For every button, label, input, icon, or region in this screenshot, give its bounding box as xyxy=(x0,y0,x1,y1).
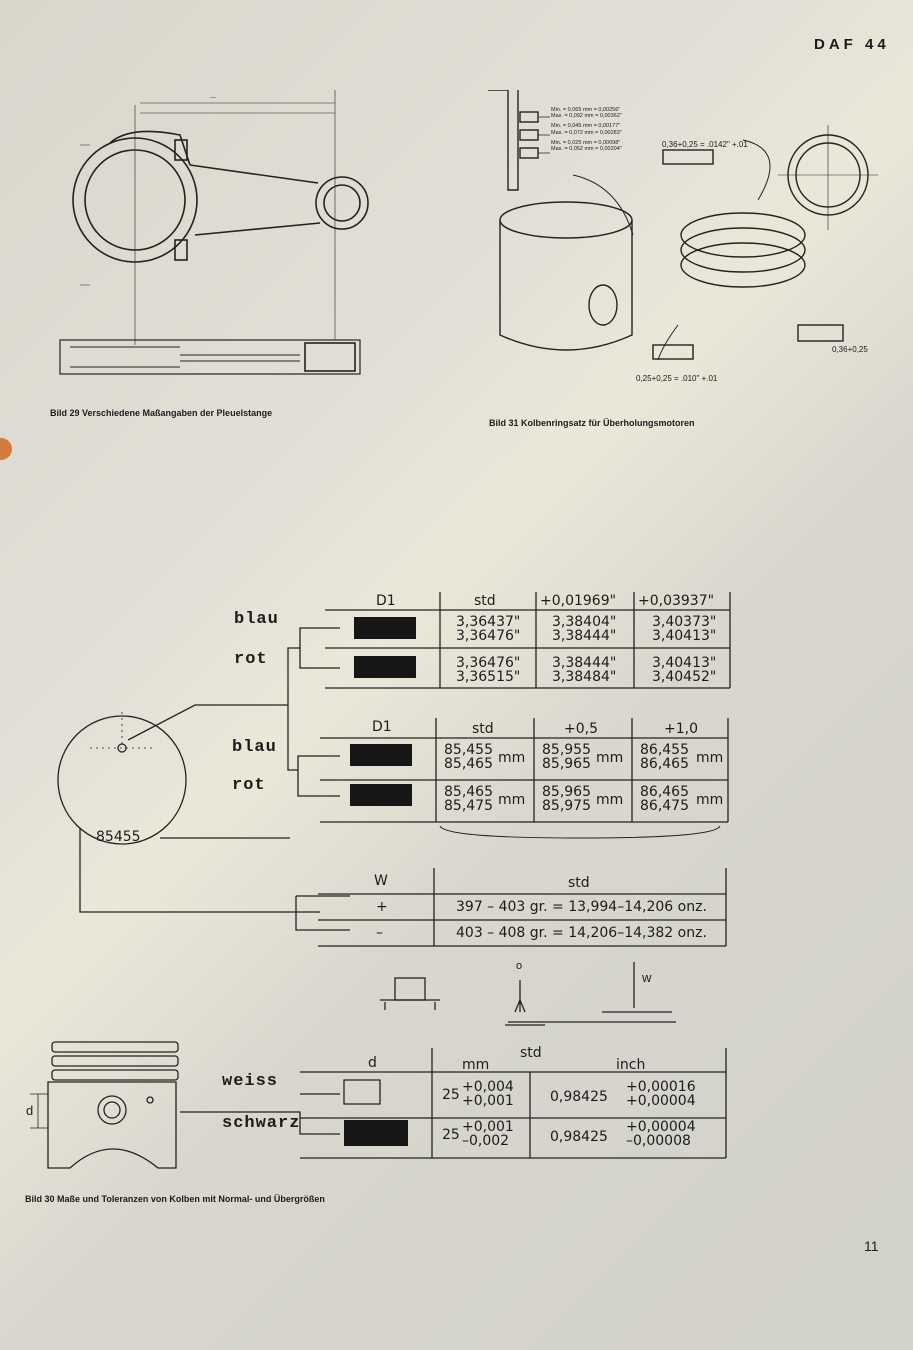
inch-header-o1: +0,01969" xyxy=(540,593,617,609)
caption-bild-29: Bild 29 Verschiedene Maßangaben der Pleu… xyxy=(50,408,273,418)
pin-header-std: std xyxy=(520,1045,542,1061)
color-swatch-blau xyxy=(350,744,412,766)
clearance-max-1: Max. = 0,092 mm = 0,00362" xyxy=(551,113,622,120)
piston-ring-set-drawing xyxy=(488,90,878,361)
clearance-min-1: Min. = 0,065 mm = 0,00256" xyxy=(551,107,621,113)
piston-number: 85455 xyxy=(96,829,141,845)
pin-schwarz-mm-tol: +0,001–0,002 xyxy=(462,1119,514,1149)
clearance-min-2: Min. = 0,045 mm = 0,00177" xyxy=(551,123,621,130)
mm-header-o2: +1,0 xyxy=(664,721,698,737)
inch-blau-std: 3,36437"3,36476" xyxy=(456,614,521,644)
mm-unit: mm xyxy=(596,792,624,808)
mm-header-o1: +0,5 xyxy=(564,721,598,737)
weight-sign-minus: – xyxy=(376,925,383,941)
pin-weiss-mm-tol: +0,004+0,001 xyxy=(462,1079,514,1109)
caption-bild-31: Bild 31 Kolbenringsatz für Überholungsmo… xyxy=(489,418,695,428)
clearance-max-3: Max. = 0,052 mm = 0,00204" xyxy=(551,146,622,153)
ring-gap-top: 0,36+0,25 = .0142" +.01 xyxy=(662,140,748,149)
diameter-label: d xyxy=(26,1103,34,1118)
mm-unit: mm xyxy=(596,750,624,766)
ring-gap-side: 0,36+0,25 xyxy=(832,345,868,354)
inch-blau-o1: 3,38404"3,38444" xyxy=(552,614,617,644)
label-blau: blau xyxy=(234,610,279,629)
pin-header-d: d xyxy=(368,1055,377,1071)
label-blau: blau xyxy=(232,738,277,757)
label-schwarz: schwarz xyxy=(222,1114,301,1133)
inch-header-d1: D1 xyxy=(376,593,396,609)
pin-schwarz-inch-base: 0,98425 xyxy=(550,1129,608,1145)
label-weiss: weiss xyxy=(222,1072,279,1091)
dimension-label: — xyxy=(210,94,216,101)
inch-rot-o2: 3,40413"3,40452" xyxy=(652,655,717,685)
color-swatch-rot xyxy=(354,656,416,678)
inch-rot-o1: 3,38444"3,38484" xyxy=(552,655,617,685)
weight-sign-plus: + xyxy=(376,899,388,915)
pin-header-mm: mm xyxy=(462,1057,490,1073)
mm-unit: mm xyxy=(696,792,724,808)
pin-weiss-inch-base: 0,98425 xyxy=(550,1089,608,1105)
color-swatch-schwarz xyxy=(344,1120,408,1146)
page-number: 11 xyxy=(864,1238,879,1254)
pin-weiss-mm-base: 25 xyxy=(442,1087,460,1103)
clearance-max-2: Max. = 0,072 mm = 0,00283" xyxy=(551,129,622,136)
mm-header-std: std xyxy=(472,721,494,737)
connecting-rod-drawing: — xyxy=(59,90,369,375)
label-rot: rot xyxy=(234,650,268,669)
pin-weiss-inch-tol: +0,00016+0,00004 xyxy=(626,1079,696,1109)
mm-unit: mm xyxy=(498,750,526,766)
color-swatch-blau xyxy=(354,617,416,639)
weight-value-minus: 403 – 408 gr. = 14,206–14,382 onz. xyxy=(456,925,707,941)
scale-label-w: w xyxy=(642,970,652,985)
inch-header-o2: +0,03937" xyxy=(638,593,715,609)
pin-header-inch: inch xyxy=(616,1057,646,1073)
label-rot: rot xyxy=(232,776,266,795)
inch-blau-o2: 3,40373"3,40413" xyxy=(652,614,717,644)
color-swatch-rot xyxy=(350,784,412,806)
mm-header-d1: D1 xyxy=(372,719,392,735)
clearance-min-3: Min. = 0,025 mm = 0,00098" xyxy=(551,139,621,146)
mm-unit: mm xyxy=(696,750,724,766)
weight-value-plus: 397 – 403 gr. = 13,994–14,206 onz. xyxy=(456,899,707,915)
pin-schwarz-inch-tol: +0,00004–0,00008 xyxy=(626,1119,696,1149)
clearance-table: Min. = 0,065 mm = 0,00256" Max. = 0,092 … xyxy=(551,107,622,152)
pin-schwarz-mm-base: 25 xyxy=(442,1127,460,1143)
document-header: DAF 44 xyxy=(814,36,890,53)
binder-hole xyxy=(0,438,12,460)
weight-header-w: W xyxy=(374,873,388,889)
mm-unit: mm xyxy=(498,792,526,808)
inch-header-std: std xyxy=(474,593,496,609)
weight-header-std: std xyxy=(568,875,590,891)
ring-gap-bottom: 0,25+0,25 = .010" +.01 xyxy=(636,374,718,383)
caption-bild-30: Bild 30 Maße und Toleranzen von Kolben m… xyxy=(25,1194,325,1204)
scale-label-o: o xyxy=(516,960,523,972)
inch-rot-std: 3,36476"3,36515" xyxy=(456,655,521,685)
